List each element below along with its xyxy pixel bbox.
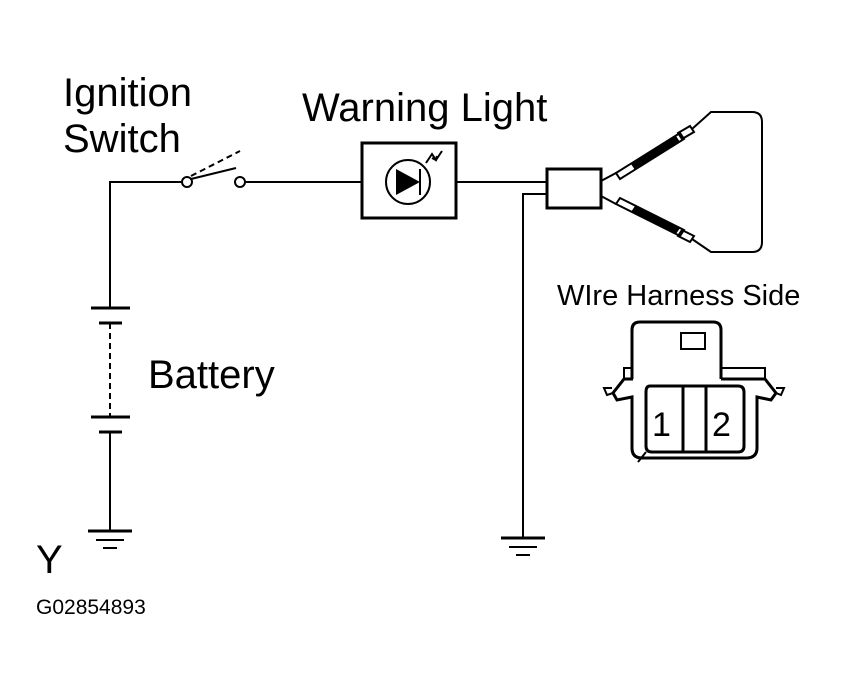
sensor-probe-icon [614, 111, 763, 253]
pin-1-label: 1 [652, 406, 671, 444]
warning-light-label: Warning Light [302, 86, 547, 130]
ignition-switch-label-line2: Switch [63, 117, 181, 161]
wire-harness-side-label: WIre Harness Side [557, 280, 800, 312]
ground-icon-2 [501, 536, 545, 556]
ground-icon [88, 529, 132, 549]
figure-code: G02854893 [36, 596, 146, 619]
corner-letter: Y [36, 538, 63, 582]
lamp-icon [360, 141, 458, 220]
main-wire [109, 181, 547, 308]
ignition-switch-label-line1: Ignition [63, 71, 192, 115]
ground-wire [522, 193, 547, 537]
switch-icon [181, 150, 246, 188]
battery-label: Battery [148, 353, 275, 397]
pin-2-label: 2 [712, 406, 731, 444]
connector-icon [602, 320, 786, 463]
battery-icon [91, 306, 130, 530]
connector-box [545, 167, 617, 210]
